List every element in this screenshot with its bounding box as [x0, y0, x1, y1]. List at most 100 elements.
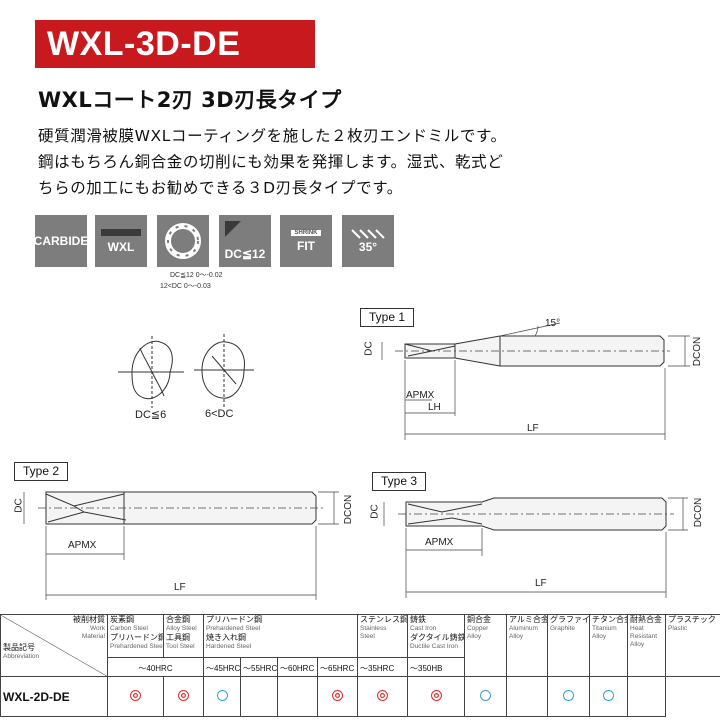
copper-jp: 銅合金 — [467, 615, 491, 625]
aluminum-en1: Aluminum — [509, 625, 538, 632]
description-line-1: 硬質潤滑被膜WXLコーティングを施した２枚刃エンドミルです。 — [38, 127, 507, 145]
type3-lf-label: LF — [535, 578, 547, 589]
cast-iron-en: Cast Iron — [410, 625, 437, 632]
type1-apmx-label: APMX — [406, 390, 435, 401]
titanium-en1: Titanium — [592, 625, 617, 632]
rating-cell — [627, 676, 666, 717]
tolerance-row-1: DC≦12 0〜-0.02 — [170, 272, 223, 279]
prehardened2-en: Prehardened Steel — [206, 625, 261, 632]
type1-label: Type 1 — [360, 308, 415, 327]
end-view-small — [118, 336, 184, 408]
end-view-large — [194, 334, 254, 408]
rating-cell — [203, 676, 241, 717]
hardened-jp: 焼き入れ鋼 — [206, 633, 246, 642]
shank-label: DC≦12 — [224, 247, 266, 261]
header-graphite: グラファイト Graphite — [547, 614, 590, 677]
table-row: WXL-2D-DE — [0, 676, 720, 717]
circle-icon — [603, 689, 614, 701]
rating-cell — [464, 676, 507, 717]
tolerance-row-2: 12<DC 0〜-0.03 — [160, 283, 211, 290]
abbreviation-jp: 製品記号 — [3, 643, 35, 652]
rating-cell — [163, 676, 204, 717]
prehardened-jp: プリハードン鋼 — [110, 633, 164, 642]
wxl-label: WXL — [107, 239, 135, 254]
hardness-65-label: 〜65HRC — [320, 664, 355, 673]
hardness-55: 〜55HRC — [240, 657, 278, 677]
double-circle-icon — [430, 689, 442, 701]
header-carbon-steel: 炭素鋼 Carbon Steel プリハードン鋼 Prehardened Ste… — [107, 614, 164, 658]
prehardened-en: Prehardened Steel — [110, 643, 164, 650]
type1-drawing — [381, 322, 690, 440]
circle-icon — [216, 689, 228, 701]
hardness-60-label: 〜60HRC — [280, 664, 315, 673]
aluminum-en2: Alloy — [509, 633, 524, 640]
end-view-drawings — [118, 334, 254, 408]
shrink-label: SHRINK — [291, 229, 321, 236]
product-title: WXL-3D-DE — [35, 20, 315, 68]
rating-cell — [277, 676, 318, 717]
hardness-65: 〜65HRC — [317, 657, 358, 677]
type2-lf-label: LF — [174, 582, 186, 593]
hardness-35: 〜35HRC — [357, 657, 408, 677]
end-view-right-label: 6<DC — [205, 408, 234, 420]
type1-angle: 15° — [545, 318, 561, 329]
rating-cell — [407, 676, 465, 717]
type1-dc-label: DC — [363, 341, 375, 356]
hardness-350hb: 〜350HB — [407, 657, 465, 677]
fit-label: FIT — [297, 238, 315, 253]
plastic-en: Plastic — [668, 625, 688, 632]
carbon-steel-en: Carbon Steel — [110, 625, 148, 632]
double-circle-icon — [377, 689, 388, 701]
shrink-fit-icon: SHRINK FIT — [280, 215, 332, 267]
work-material-en2: Material — [81, 633, 105, 640]
material-table: 被削材質 Work Material 製品記号 Abbreviation 炭素鋼… — [0, 614, 720, 717]
type1-dcon-label: DCON — [692, 336, 704, 367]
double-circle-icon — [178, 689, 189, 701]
copper-en1: Copper — [467, 625, 489, 632]
copper-en2: Alloy — [467, 633, 482, 640]
type1-lh-label: LH — [428, 402, 441, 413]
type1-lf-label: LF — [527, 423, 539, 434]
cast-iron-jp: 鋳鉄 — [410, 615, 426, 625]
hardness-45-label: 〜45HRC — [206, 664, 241, 673]
plastic-jp: プラスチック — [668, 615, 716, 625]
chamfer-mark — [225, 221, 241, 237]
hardness-35-label: 〜35HRC — [360, 664, 395, 673]
rating-cell — [107, 676, 164, 717]
heat-resistant-en3: Alloy — [630, 641, 645, 648]
hardness-45: 〜45HRC — [203, 657, 241, 677]
hardened-en: Hardened Steel — [206, 643, 252, 650]
header-cast-iron: 鋳鉄 Cast Iron ダクタイル鋳鉄 Ductile Cast Iron — [407, 614, 465, 658]
rating-cell — [317, 676, 358, 717]
hardness-60: 〜60HRC — [277, 657, 318, 677]
header-prehardened-hardened: プリハードン鋼 Prehardened Steel 焼き入れ鋼 Hardened… — [203, 614, 358, 658]
header-stainless: ステンレス鋼 Stainless Steel — [357, 614, 408, 658]
graphite-en: Graphite — [550, 625, 575, 632]
header-titanium: チタン合金 Titanium Alloy — [589, 614, 628, 677]
aluminum-jp: アルミ合金 — [509, 615, 548, 625]
helix-angle-icon: 35° — [342, 215, 394, 267]
heat-resistant-en2: Resistant — [630, 633, 658, 640]
carbon-steel-jp: 炭素鋼 — [110, 615, 134, 625]
titanium-en2: Alloy — [592, 633, 607, 640]
alloy-steel-en: Alloy Steel — [166, 625, 197, 632]
heat-resistant-en1: Heat — [630, 625, 644, 632]
rating-cell — [240, 676, 278, 717]
header-alloy-steel: 合金鋼 Alloy Steel 工具鋼 Tool Steel — [163, 614, 204, 658]
graphite-jp: グラファイト — [550, 615, 590, 625]
stainless-en1: Stainless — [360, 625, 387, 632]
rating-cell — [506, 676, 548, 717]
work-material-en1: Work — [89, 625, 105, 632]
circle-icon — [480, 689, 491, 701]
type3-dcon-label: DCON — [693, 497, 705, 528]
helix-label: 35° — [358, 240, 378, 254]
abbreviation-en: Abbreviation — [3, 653, 40, 660]
double-circle-icon — [332, 689, 343, 701]
ductile-en: Ductile Cast Iron — [410, 643, 459, 650]
type3-label: Type 3 — [372, 472, 427, 491]
type2-apmx-label: APMX — [68, 540, 97, 551]
table-corner: 被削材質 Work Material 製品記号 Abbreviation — [0, 614, 108, 677]
carbide-icon: CARBIDE — [34, 215, 88, 267]
product-code: WXL-2D-DE — [0, 676, 108, 717]
tolerance-ring-icon — [165, 223, 201, 259]
